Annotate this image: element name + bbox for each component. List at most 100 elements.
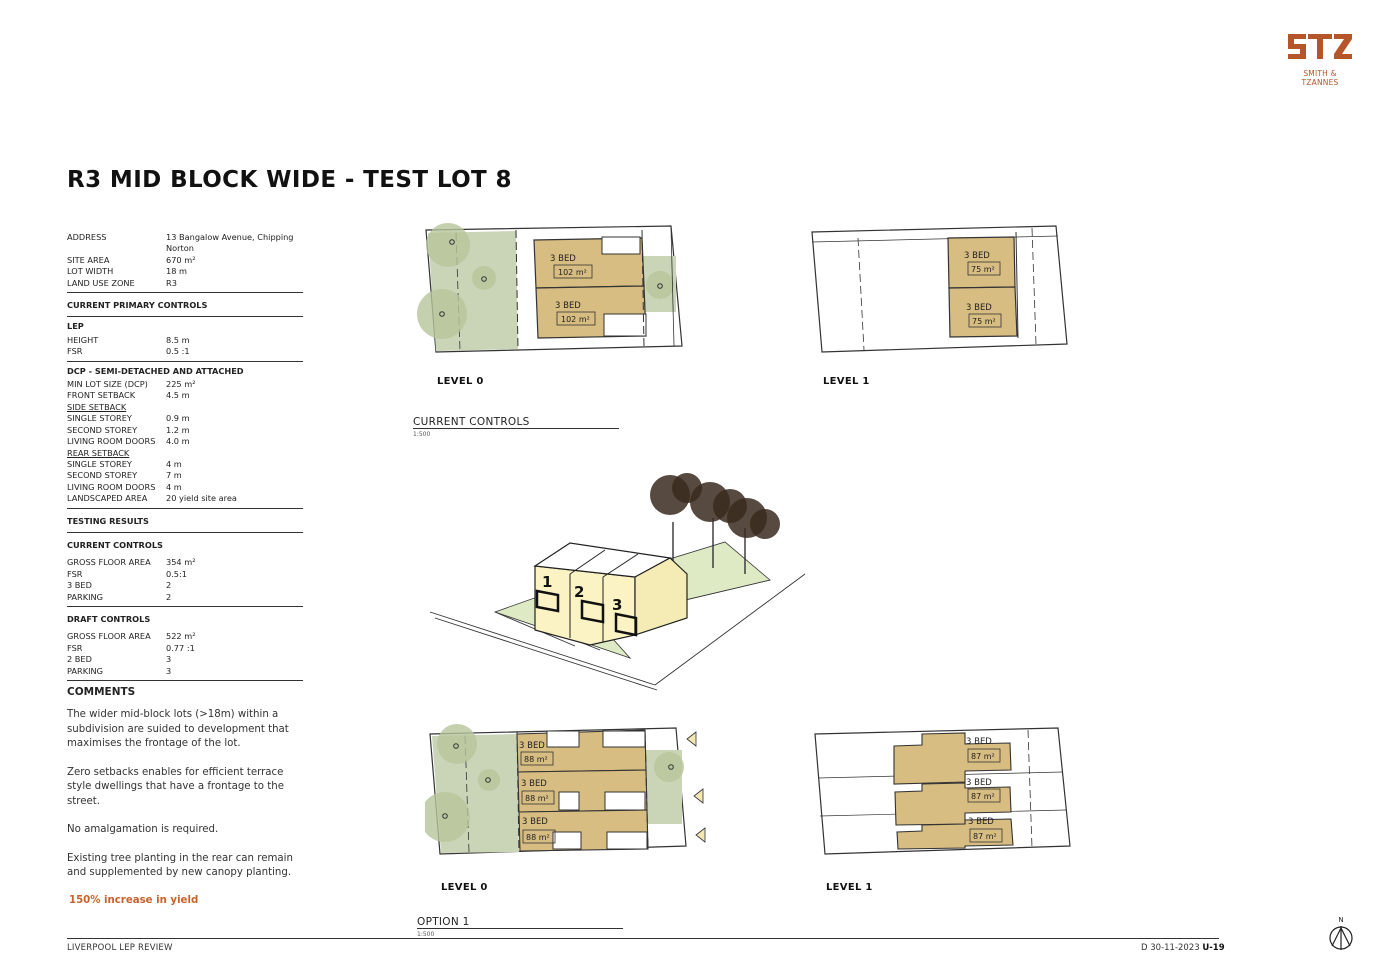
- info-label: GROSS FLOOR AREA: [67, 631, 151, 642]
- info-value: 13 Bangalow Avenue, Chipping Norton: [166, 232, 294, 254]
- tree-icon: [426, 223, 470, 267]
- divider: [67, 507, 303, 509]
- info-value: 1.2 m: [166, 424, 190, 435]
- unit-area-label: 75 m²: [972, 317, 996, 326]
- comments-list: The wider mid-block lots (>18m) within a…: [67, 708, 303, 881]
- current-level0-label: LEVEL 0: [437, 376, 484, 387]
- info-value: 3: [166, 665, 172, 676]
- current-level1-plan: 3 BED 75 m² 3 BED 75 m²: [811, 225, 1068, 353]
- info-row: FSR 0.5:1: [67, 569, 303, 580]
- info-value: 2: [166, 580, 172, 591]
- option-level1-label: LEVEL 1: [826, 882, 873, 893]
- info-label: FSR: [67, 346, 83, 357]
- info-value: 4.0 m: [166, 436, 190, 447]
- unit-type-label: 3 BED: [966, 303, 992, 313]
- brand-logo: SMITH & TZANNES: [1284, 32, 1356, 87]
- unit-area-label: 87 m²: [971, 792, 995, 801]
- dwelling-number-label: 1: [542, 573, 552, 591]
- axonometric-view: 1 2 3: [429, 473, 806, 691]
- unit-area-label: 88 m²: [524, 755, 548, 764]
- info-label: FSR: [67, 568, 83, 579]
- current-level1-label: LEVEL 1: [823, 376, 870, 387]
- info-label: SECOND STOREY: [67, 424, 138, 435]
- info-label: LAND USE ZONE: [67, 277, 135, 288]
- entry-arrow-icon: [695, 827, 706, 843]
- unit-area-label: 88 m²: [525, 794, 549, 803]
- footer-project: LIVERPOOL LEP REVIEW: [67, 943, 173, 953]
- info-value: 0.9 m: [166, 413, 190, 424]
- entry-arrow-icon: [686, 731, 697, 747]
- unit-type-label: 3 BED: [966, 737, 992, 747]
- info-label: GROSS FLOOR AREA: [67, 557, 151, 568]
- yield-highlight: 150% increase in yield: [69, 894, 199, 906]
- info-value: 522 m²: [166, 631, 196, 642]
- unit-area-label: 87 m²: [973, 832, 997, 841]
- rear-setback-heading: REAR SETBACK: [67, 447, 130, 458]
- footer-revision: D 30-11-2023 U-19: [1141, 943, 1225, 953]
- garage-door-icon: [535, 589, 560, 613]
- info-value: 0.5 :1: [166, 346, 190, 357]
- section-current-primary-controls: CURRENT PRIMARY CONTROLS: [67, 300, 208, 311]
- info-value: 4.5 m: [166, 390, 190, 401]
- info-label: SINGLE STOREY: [67, 458, 132, 469]
- option-level0-label: LEVEL 0: [441, 882, 488, 893]
- info-label: MIN LOT SIZE (DCP): [67, 379, 148, 390]
- comment-paragraph: Existing tree planting in the rear can r…: [67, 852, 293, 879]
- footer-date: D 30-11-2023: [1141, 943, 1200, 953]
- page-title: R3 MID BLOCK WIDE - TEST LOT 8: [67, 167, 512, 193]
- garage-door-icon: [580, 599, 605, 624]
- info-row: FSR 0.77 :1: [67, 643, 303, 654]
- info-value: 0.77 :1: [166, 642, 195, 653]
- north-arrow-icon: [1329, 926, 1353, 950]
- info-row: MIN LOT SIZE (DCP)225 m²: [67, 379, 303, 390]
- info-label: FSR: [67, 642, 83, 653]
- unit-type-label: 3 BED: [555, 301, 581, 311]
- unit-type-label: 3 BED: [966, 778, 992, 788]
- info-label: 2 BED: [67, 654, 92, 665]
- info-value: 0.5:1: [166, 568, 187, 579]
- section-draft-controls: DRAFT CONTROLS: [67, 613, 151, 624]
- brand-name: SMITH & TZANNES: [1301, 69, 1339, 87]
- current-scale: 1:500: [413, 431, 431, 438]
- comment-paragraph: No amalgamation is required.: [67, 824, 219, 836]
- info-label: SECOND STOREY: [67, 470, 138, 481]
- section-testing-results: TESTING RESULTS: [67, 515, 149, 526]
- unit-area-label: 102 m²: [561, 315, 590, 324]
- section-lep: LEP: [67, 321, 84, 332]
- info-value: 18 m: [166, 266, 187, 277]
- unit-type-label: 3 BED: [522, 817, 548, 827]
- info-label: LANDSCAPED AREA: [67, 493, 148, 504]
- info-row: FSR 0.5 :1: [67, 346, 303, 357]
- north-label: N: [1338, 916, 1344, 924]
- unit-area-label: 75 m²: [971, 265, 995, 274]
- info-value: 4 m: [166, 481, 182, 492]
- unit-type-label: 3 BED: [968, 817, 994, 827]
- unit-type-label: 3 BED: [550, 254, 576, 264]
- info-label: LIVING ROOM DOORS: [67, 481, 156, 492]
- side-setback-heading: SIDE SETBACK: [67, 401, 127, 412]
- north-arrow: N: [1327, 916, 1355, 956]
- comments-heading: COMMENTS: [67, 686, 136, 698]
- info-row: SECOND STOREY 1.2 m: [67, 425, 303, 436]
- divider: [67, 531, 303, 533]
- garage-door-icon: [614, 612, 638, 637]
- info-value: 670 m²: [166, 254, 196, 265]
- info-label: HEIGHT: [67, 334, 99, 345]
- section-current-controls: CURRENT CONTROLS: [67, 539, 163, 550]
